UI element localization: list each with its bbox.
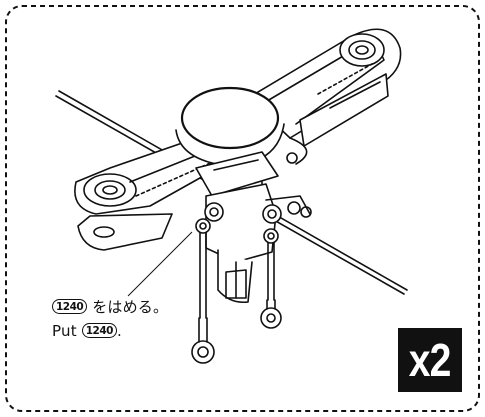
part-number-badge: 1240 bbox=[52, 299, 88, 314]
quantity-label: x2 bbox=[409, 334, 452, 386]
linkage-rod-right bbox=[260, 228, 282, 329]
part-number-badge-en: 1240 bbox=[81, 323, 117, 338]
linkage-rod-left bbox=[191, 218, 215, 364]
quantity-badge: x2 bbox=[398, 328, 462, 392]
callout-leader-line bbox=[127, 231, 193, 297]
bell-crank bbox=[289, 137, 308, 165]
callout-en-prefix: Put bbox=[52, 322, 77, 340]
rotor-grip-right bbox=[247, 28, 402, 147]
callout-japanese: 1240 をはめる。 bbox=[52, 296, 168, 317]
callout-en-suffix: . bbox=[116, 322, 122, 340]
head-block bbox=[204, 183, 312, 263]
callout-jp-text: をはめる。 bbox=[92, 298, 169, 316]
callout-english: Put 1240. bbox=[52, 322, 122, 340]
main-shaft-block bbox=[217, 249, 253, 304]
